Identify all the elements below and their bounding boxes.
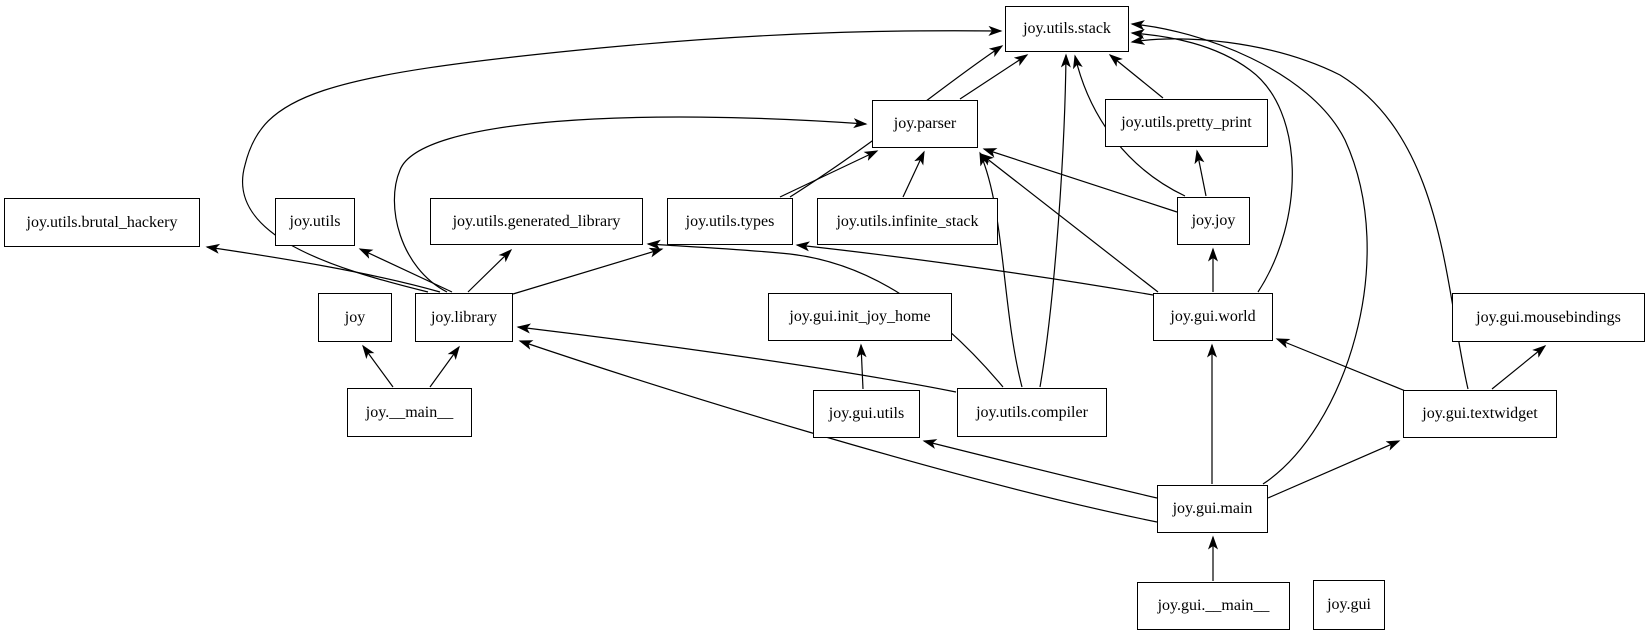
edge-joy-gui-utils-to-joy-gui-init-joy-home bbox=[856, 343, 867, 390]
node-joy-gui: joy.gui bbox=[1313, 580, 1385, 630]
edge-joy-main-to-joy-library bbox=[429, 345, 460, 388]
edge-joy-library-to-joy-utils bbox=[358, 248, 453, 293]
node-joy-gui-dunder-main: joy.gui.__main__ bbox=[1137, 582, 1290, 630]
node-joy-gui-utils: joy.gui.utils bbox=[813, 390, 920, 438]
edge-joy-utils-pretty-print-to-joy-utils-stack bbox=[1108, 54, 1164, 99]
edge-joy-utils-compiler-to-joy-library bbox=[516, 323, 957, 393]
node-joy-gui-world: joy.gui.world bbox=[1153, 293, 1273, 341]
node-joy-main: joy.__main__ bbox=[347, 388, 472, 437]
node-joy-utils-generated-library: joy.utils.generated_library bbox=[430, 198, 643, 245]
node-joy-utils-stack: joy.utils.stack bbox=[1005, 6, 1129, 52]
edge-joy-gui-textwidget-to-joy-gui-world bbox=[1275, 338, 1409, 393]
edge-joy-gui-main-to-joy-library bbox=[518, 340, 1158, 523]
node-joy-joy: joy.joy bbox=[1177, 197, 1250, 245]
node-joy-utils-brutal-hackery: joy.utils.brutal_hackery bbox=[4, 198, 200, 247]
edge-joy-gui-main-to-joy-gui-textwidget bbox=[1267, 440, 1401, 499]
edge-joy-main-to-joy bbox=[362, 344, 394, 388]
node-joy-parser: joy.parser bbox=[872, 100, 978, 148]
edge-joy-parser-to-joy-utils-stack bbox=[959, 54, 1029, 100]
edge-joy-joy-to-joy-utils-pretty-print bbox=[1194, 149, 1207, 197]
edge-joy-library-to-joy-parser bbox=[393, 116, 868, 293]
node-joy-utils-compiler: joy.utils.compiler bbox=[957, 388, 1107, 437]
edge-joy-gui-main-to-joy-gui-utils bbox=[922, 439, 1158, 499]
node-joy-gui-textwidget: joy.gui.textwidget bbox=[1403, 390, 1557, 438]
edge-joy-gui-world-to-joy-utils-stack bbox=[1130, 29, 1293, 293]
edge-joy-library-to-joy-utils-generated-library bbox=[467, 248, 513, 293]
edge-joy-utils-infinite-stack-to-joy-parser bbox=[902, 150, 925, 198]
edge-joy-gui-main-to-joy-utils-stack bbox=[1130, 20, 1368, 485]
edge-joy-utils-compiler-to-joy-parser bbox=[979, 151, 1023, 388]
node-joy-utils: joy.utils bbox=[275, 198, 355, 246]
edge-joy-gui-world-to-joy-utils-types bbox=[795, 241, 1154, 296]
edge-joy-gui-textwidget-to-joy-gui-mousebindings bbox=[1491, 345, 1547, 390]
edge-joy-utils-compiler-to-joy-utils-stack bbox=[1039, 53, 1071, 388]
node-joy-gui-init-joy-home: joy.gui.init_joy_home bbox=[768, 293, 952, 341]
node-joy-utils-types: joy.utils.types bbox=[667, 198, 793, 245]
edge-joy-gui-world-to-joy-parser bbox=[979, 153, 1159, 293]
node-joy-gui-mousebindings: joy.gui.mousebindings bbox=[1452, 293, 1645, 342]
node-joy-library: joy.library bbox=[415, 293, 513, 342]
node-joy-gui-main: joy.gui.main bbox=[1157, 485, 1268, 533]
edge-joy-library-to-joy-utils-brutal-hackery bbox=[205, 243, 441, 293]
node-joy-utils-infinite-stack: joy.utils.infinite_stack bbox=[817, 198, 998, 245]
edge-joy-gui-textwidget-to-joy-utils-stack bbox=[1130, 35, 1469, 390]
edge-joy-library-to-joy-utils-stack bbox=[242, 25, 1003, 293]
node-joy-utils-pretty-print: joy.utils.pretty_print bbox=[1105, 99, 1268, 147]
edge-joy-joy-to-joy-parser bbox=[982, 148, 1178, 213]
edge-joy-library-to-joy-utils-types bbox=[512, 247, 664, 295]
edge-joy-utils-types-to-joy-parser bbox=[779, 150, 879, 198]
node-joy: joy bbox=[318, 293, 392, 342]
